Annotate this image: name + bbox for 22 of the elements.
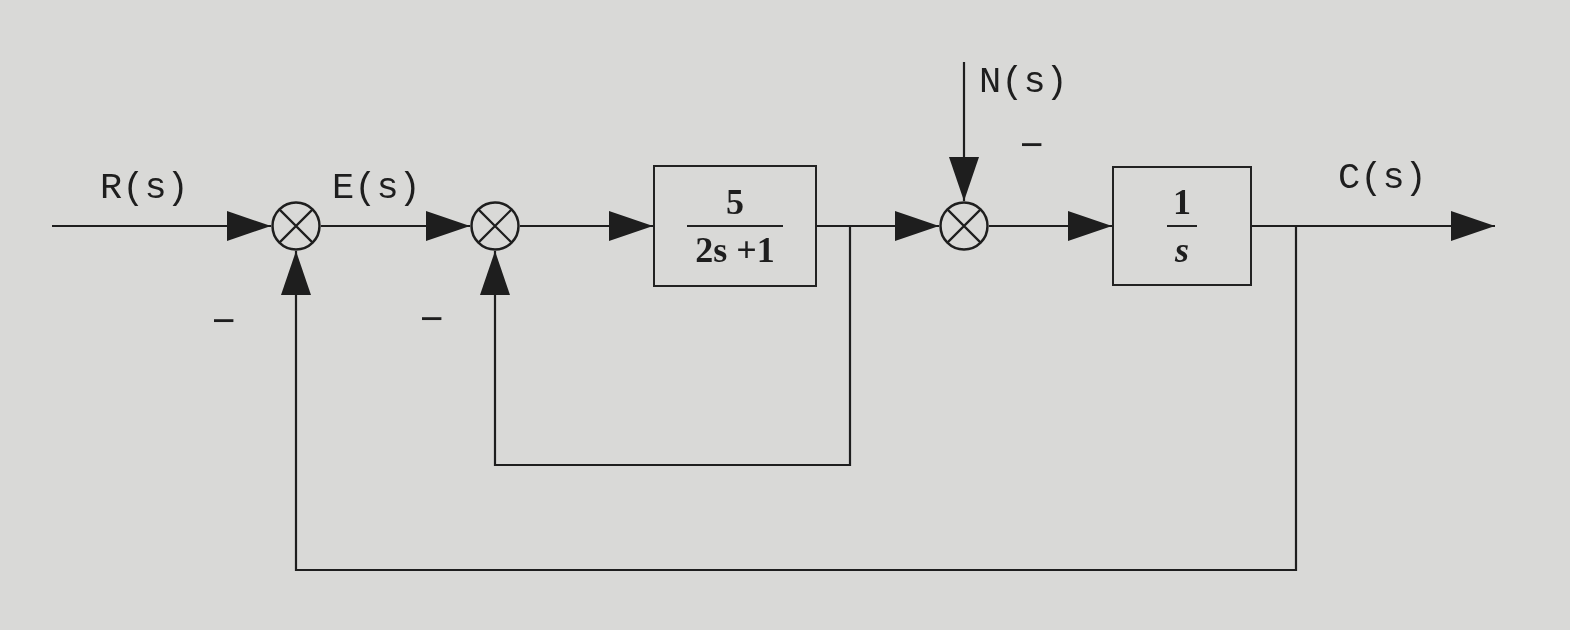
minus-sign: − — [212, 300, 236, 340]
signal-label: R(s) — [100, 170, 189, 207]
minus-sign: − — [1020, 124, 1044, 164]
signal-label: E(s) — [332, 170, 421, 207]
summing-junction — [939, 201, 989, 251]
transfer-function-block — [1112, 166, 1252, 286]
summing-junction — [470, 201, 520, 251]
signal-arrow — [52, 211, 271, 241]
signal-arrow — [989, 211, 1112, 241]
fraction-denominator: 2s +1 — [695, 232, 775, 268]
transfer-function-block — [653, 165, 817, 287]
fraction-numerator: 1 — [1173, 184, 1191, 220]
signal-label: C(s) — [1338, 160, 1427, 197]
fraction-numerator: 5 — [726, 184, 744, 220]
signal-label: N(s) — [979, 64, 1068, 101]
summing-junction — [271, 201, 321, 251]
signal-arrow — [520, 211, 653, 241]
fraction-denominator: s — [1175, 232, 1189, 268]
minus-sign: − — [420, 298, 444, 338]
signal-arrow — [949, 62, 979, 201]
signal-arrow — [480, 224, 852, 467]
signal-arrow — [321, 211, 470, 241]
